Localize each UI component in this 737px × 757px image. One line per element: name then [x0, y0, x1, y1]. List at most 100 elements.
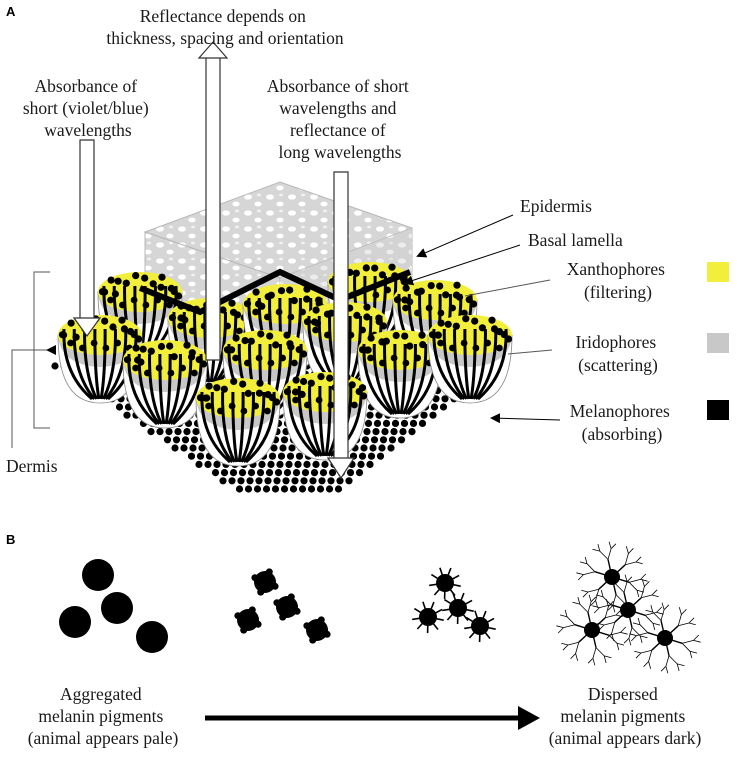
melanosome-core [306, 619, 328, 641]
melanin-dot [282, 477, 289, 484]
pigment-dot [304, 402, 311, 409]
melanin-dot [329, 469, 336, 476]
pigment-dot [168, 285, 175, 292]
pigment-dot [462, 315, 469, 322]
pigment-dot [112, 290, 119, 297]
melanosome-core [254, 571, 276, 593]
pigment-dot [264, 314, 271, 321]
iridophore-swatch [707, 333, 729, 353]
melanin-dot [390, 428, 397, 435]
melanosome-nub [234, 612, 241, 619]
pigment-dot [353, 312, 360, 319]
pigment-dot [414, 355, 421, 362]
dendrite-branch [681, 609, 686, 614]
pigment-dot [393, 332, 400, 339]
dendrite-branch [631, 636, 636, 641]
dendrite-branch [682, 640, 693, 643]
pigment-dot [232, 355, 239, 362]
pigment-dot [239, 381, 246, 388]
dendrite-branch [581, 590, 588, 592]
pigment-dot [308, 380, 315, 387]
melanin-dot [368, 453, 375, 460]
dendrite-branch [690, 651, 697, 653]
reflectance-label-line-1: Reflectance depends on [140, 6, 306, 26]
melanin-dot [410, 420, 417, 427]
pigment-dot [67, 340, 74, 347]
dendrite-branch [640, 636, 647, 638]
melanin-dot [221, 469, 228, 476]
pigment-dot [286, 287, 293, 294]
dendrite-branch [609, 542, 611, 549]
dendrite-branch [638, 618, 640, 625]
melanin-dot [365, 420, 372, 427]
dendrite-branch [589, 595, 591, 602]
pigment-dot [368, 335, 375, 342]
pigment-dot [132, 365, 139, 372]
melanin-dot [369, 444, 376, 451]
dendrite-branch [617, 643, 624, 645]
pigment-dot [258, 303, 265, 310]
melanosome-nub [303, 622, 310, 629]
melanin-dot [285, 461, 292, 468]
melanin-dot [164, 436, 171, 443]
melanin-dot [347, 469, 354, 476]
pigment-dot [406, 343, 413, 350]
melanin-dot [378, 444, 385, 451]
melanin-dot [204, 461, 211, 468]
pigment-dot [473, 345, 480, 352]
melanin-dot [248, 469, 255, 476]
dendrite-branch [644, 662, 649, 667]
short-absorb-arrow [74, 140, 100, 336]
pigment-dot [169, 314, 176, 321]
dendrite-branch [556, 626, 563, 628]
dendrite-branch [662, 603, 664, 610]
melanin-dot [387, 444, 394, 451]
reflectance-label: Reflectance depends on thickness, spacin… [106, 6, 343, 48]
dendrite-branch [594, 608, 599, 613]
dendrite-branch [689, 618, 694, 623]
pigment-dot [175, 292, 182, 299]
dendrite-branch [641, 650, 652, 653]
dendrite-branch [629, 579, 640, 582]
short-absorb-label: Absorbance of short (violet/blue) wavele… [23, 76, 153, 140]
pigment-dot [391, 355, 398, 362]
dendrite-branch [628, 548, 633, 553]
pigment-dot [380, 322, 387, 329]
pigment-dot [245, 390, 252, 397]
pigment-dot [496, 345, 503, 352]
short-long-label-line-3: reflectance of [290, 120, 386, 140]
melanin-dot [383, 420, 390, 427]
pigment-dot [364, 347, 371, 354]
melanosome-nub [251, 574, 258, 581]
aggregated-melanosome [101, 592, 133, 624]
pigment-dot [276, 309, 283, 316]
pigment-dot [419, 341, 426, 348]
dendrite-branch [629, 634, 636, 636]
pigment-dot [229, 403, 236, 410]
panel-b-letter: B [6, 532, 15, 547]
short-long-label-line-1: Absorbance of short [267, 76, 409, 96]
dendrite-branch [592, 606, 599, 608]
melanin-dot [165, 428, 172, 435]
pigment-dot [189, 328, 196, 335]
dendrite-branch [690, 651, 692, 658]
pigment-dot [79, 345, 86, 352]
pigment-dot [264, 391, 271, 398]
pigment-dot [428, 282, 435, 289]
pigment-dot [445, 321, 452, 328]
pigment-dot [256, 380, 263, 387]
melanin-dot [408, 428, 415, 435]
melanosome-nub [309, 637, 316, 644]
pigment-dot [317, 373, 324, 380]
dermis-label: Dermis [6, 456, 58, 476]
dendrite-branch [629, 582, 637, 590]
melanin-dot [392, 420, 399, 427]
dendrite-branch [636, 653, 641, 658]
melanin-dot [288, 444, 295, 451]
dendrite-branch [641, 595, 652, 598]
dendrite-branch [694, 640, 701, 642]
dendrite-branch [561, 643, 568, 645]
pigment-dot [496, 328, 503, 335]
aggregated-melanosome [82, 559, 114, 591]
dendrite-branch [636, 562, 643, 564]
